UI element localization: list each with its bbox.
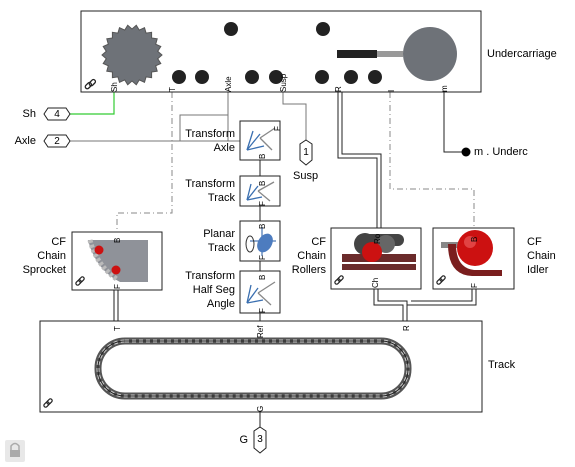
transform-track-block[interactable] xyxy=(239,175,281,207)
idler-track-connection-inner xyxy=(411,289,473,302)
planar-track-label-1: Planar xyxy=(203,228,235,240)
cf-chain-idler-port-b: B xyxy=(470,236,479,242)
port-label-sh: Sh xyxy=(110,82,119,92)
port-label-axle: Axle xyxy=(224,76,233,92)
rollers-track-connection-inner xyxy=(377,289,408,321)
measurement-terminal-icon[interactable] xyxy=(461,147,471,157)
port-label-susp: Susp xyxy=(279,73,288,92)
chain-idler-icon xyxy=(441,230,502,276)
g-port-label: G xyxy=(239,434,248,446)
planar-track-port-b: B xyxy=(258,223,267,229)
measurement-label: m . Underc xyxy=(474,146,528,158)
link-icon xyxy=(43,275,446,408)
transform-axle-label-1: Transform xyxy=(185,128,235,140)
sprocket-contact-icon xyxy=(87,239,148,283)
transform-axle-label-2: Axle xyxy=(213,142,235,154)
cf-chain-sprocket-port-f: F xyxy=(113,284,122,289)
transform-axle-port-b: B xyxy=(258,153,267,159)
track-chain-icon xyxy=(94,337,412,400)
axle-port-label: Axle xyxy=(14,135,36,147)
undercarriage-label: Undercarriage xyxy=(487,48,557,60)
port-label-m: m xyxy=(440,85,449,92)
transform-half-seg-label-3: Angle xyxy=(206,298,235,310)
axle-transform-connection[interactable] xyxy=(179,114,228,141)
transform-track-label-2: Track xyxy=(207,192,235,204)
transform-track-label-1: Transform xyxy=(185,178,235,190)
r-rollers-connection[interactable] xyxy=(337,92,378,228)
sprocket-gear-icon xyxy=(101,24,163,86)
axle-port-badge[interactable] xyxy=(43,134,71,148)
cf-chain-idler-label-3: Idler xyxy=(527,264,549,276)
link-icon xyxy=(84,78,97,90)
transform-half-seg-label-1: Transform xyxy=(185,270,235,282)
frame-transform-icon xyxy=(246,281,276,306)
cf-chain-sprocket-port-b: B xyxy=(113,237,122,243)
undercarriage-wheel-dots xyxy=(172,22,382,84)
idler-track-connection[interactable] xyxy=(407,289,477,306)
transform-half-seg-label-2: Half Seg xyxy=(192,284,235,296)
frame-transform-icon xyxy=(246,127,276,151)
lock-icon[interactable] xyxy=(5,440,25,462)
track-port-ref: Ref xyxy=(256,325,265,338)
cf-chain-rollers-label-1: CF xyxy=(311,236,326,248)
sh-connection[interactable] xyxy=(70,92,115,115)
transform-axle-block[interactable] xyxy=(239,120,281,161)
planar-joint-icon xyxy=(245,227,276,256)
m-measurement-connection[interactable] xyxy=(443,92,466,153)
cf-chain-rollers-label-3: Rollers xyxy=(291,264,326,276)
g-port-number: 3 xyxy=(257,434,263,445)
sh-port-badge[interactable] xyxy=(43,107,71,121)
cf-chain-idler-port-f: F xyxy=(470,283,479,288)
cf-chain-idler-label-1: CF xyxy=(527,236,542,248)
transform-axle-port-f: F xyxy=(273,126,282,131)
track-label: Track xyxy=(488,359,516,371)
susp-port-number: 1 xyxy=(303,147,309,158)
rollers-track-connection[interactable] xyxy=(373,289,404,321)
susp-port-badge[interactable] xyxy=(299,139,313,166)
planar-track-label-2: Track xyxy=(207,242,235,254)
cf-chain-sprocket-label-2: Chain xyxy=(37,250,66,262)
port-label-r: R xyxy=(334,86,343,92)
sh-port-number: 4 xyxy=(54,109,60,120)
sh-port-label: Sh xyxy=(22,108,36,120)
cf-chain-rollers-port-ro: Ro xyxy=(373,233,382,244)
port-label-t: T xyxy=(168,87,177,92)
cf-chain-sprocket-label-1: CF xyxy=(51,236,66,248)
port-label-i: I xyxy=(387,89,396,92)
cf-chain-sprocket-label-3: Sprocket xyxy=(22,264,66,276)
track-port-g: G xyxy=(256,405,265,412)
transform-half-seg-port-f: F xyxy=(258,308,267,313)
transform-track-port-b: B xyxy=(258,180,267,186)
frame-transform-icon xyxy=(246,181,275,202)
track-port-t: T xyxy=(113,326,122,331)
t-sprocket-connection[interactable] xyxy=(116,92,173,232)
transform-track-port-f: F xyxy=(258,201,267,206)
susp-connection[interactable] xyxy=(282,92,307,140)
idler-tensioner-icon xyxy=(337,27,457,81)
chain-rollers-icon xyxy=(342,233,416,270)
cf-chain-rollers-label-2: Chain xyxy=(297,250,326,262)
cf-chain-rollers-port-ch: Ch xyxy=(371,277,380,288)
track-port-r: R xyxy=(402,325,411,331)
i-idler-connection[interactable] xyxy=(389,92,475,228)
cf-chain-idler-label-2: Chain xyxy=(527,250,556,262)
r-rollers-connection-inner xyxy=(341,92,382,228)
axle-port-number: 2 xyxy=(54,136,60,147)
susp-port-label: Susp xyxy=(293,170,319,182)
g-port-badge[interactable] xyxy=(253,426,267,454)
